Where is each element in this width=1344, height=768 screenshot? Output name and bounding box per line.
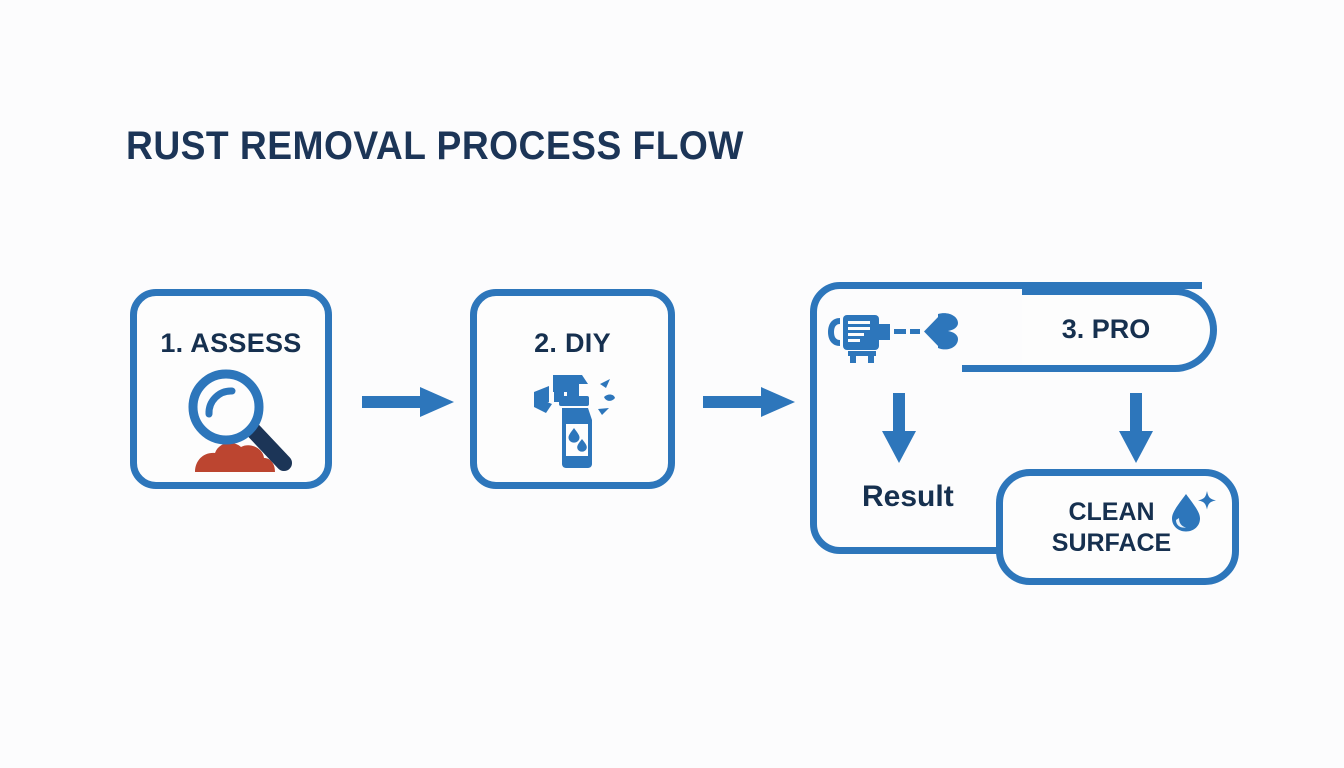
magnifier-over-rust-icon [171, 368, 305, 481]
water-drop-sparkle-icon [1166, 488, 1218, 539]
step-box-assess[interactable]: 1. ASSESS [130, 289, 332, 489]
arrow-down-icon-right [1117, 393, 1155, 470]
page-title: RUST REMOVAL PROCESS FLOW [126, 124, 744, 168]
clean-surface-line-2: SURFACE [1051, 528, 1172, 557]
arrow-right-icon-2 [703, 385, 799, 424]
arrow-down-icon-left [880, 393, 918, 470]
step-box-pro-outer[interactable] [810, 282, 1210, 554]
result-label: Result [862, 480, 954, 513]
arrow-right-icon-1 [362, 385, 458, 424]
pro-inner-box-connector [962, 365, 1032, 372]
grinder-wire-wheel-icon [828, 310, 960, 373]
clean-surface-box[interactable]: CLEAN SURFACE [996, 469, 1239, 585]
step-box-diy[interactable]: 2. DIY [470, 289, 675, 489]
step-box-pro-inner[interactable] [1022, 288, 1217, 372]
clean-surface-line-1: CLEAN [1068, 498, 1155, 526]
step-label-assess: 1. ASSESS [160, 328, 302, 358]
step-label-diy: 2. DIY [534, 328, 611, 358]
step-label-pro: 3. PRO [1061, 314, 1151, 344]
spray-bottle-icon [532, 366, 628, 475]
clean-surface-label: CLEAN SURFACE [1003, 497, 1232, 558]
